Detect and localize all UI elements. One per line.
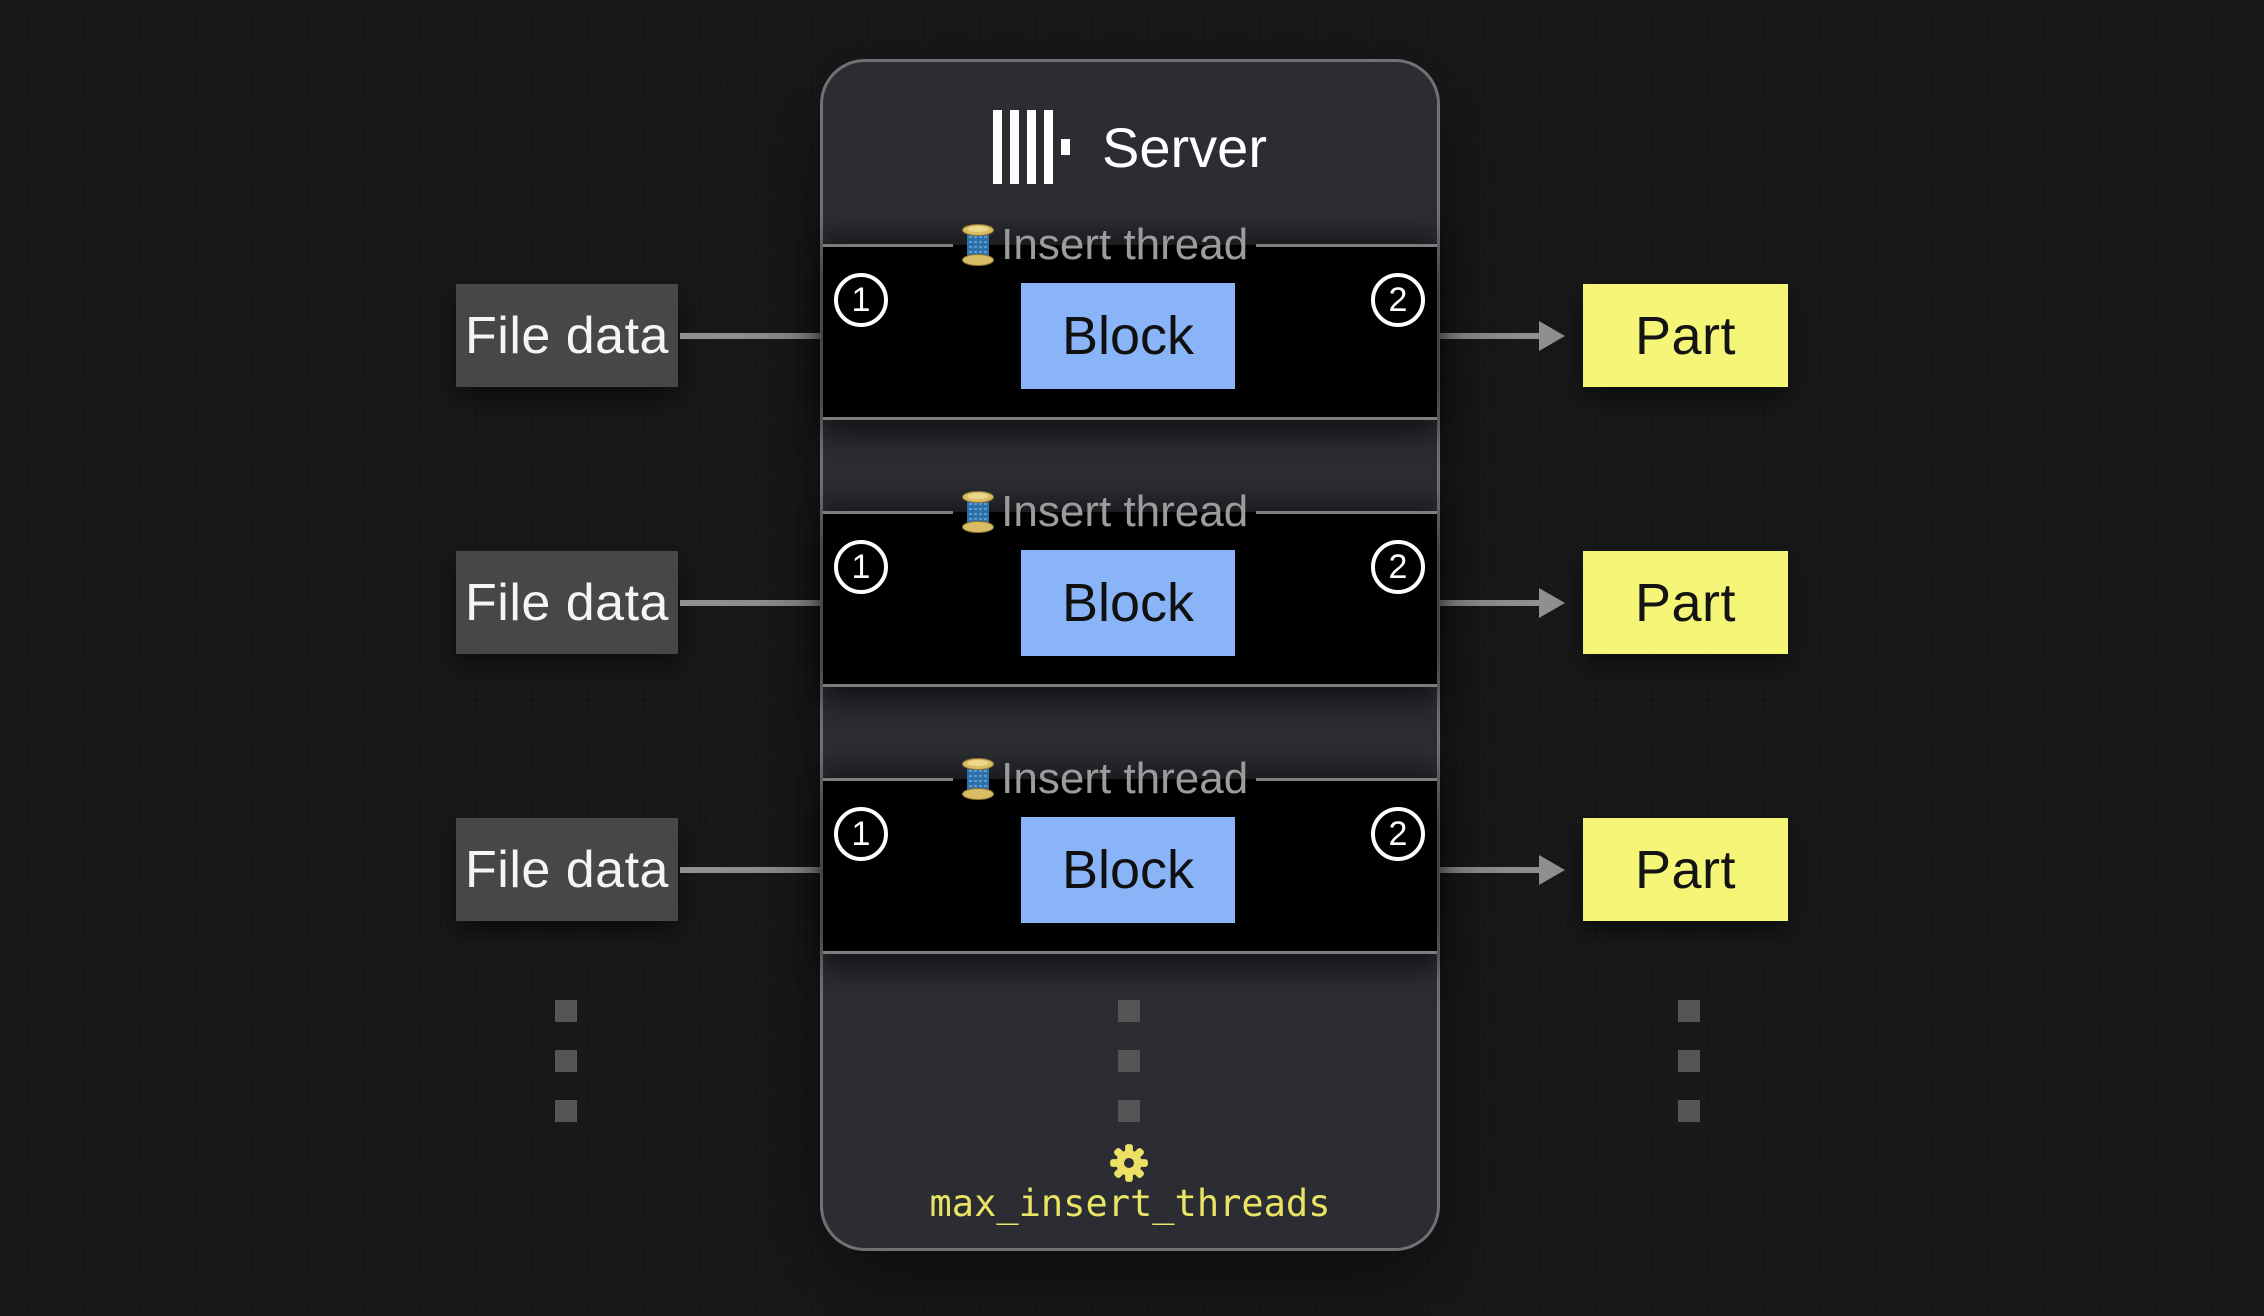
step-1-badge: 1 [834, 540, 888, 594]
insert-thread-section-2: Insert thread 1 Block 2 [823, 487, 1437, 687]
block-label: Block [1061, 306, 1195, 366]
part-label: Part [1634, 572, 1737, 633]
arrow-head [1539, 321, 1565, 351]
thread-spool-icon [962, 224, 995, 266]
server-panel: Server Insert thread 1 Bl [823, 62, 1437, 1248]
server-title: Server [1102, 115, 1267, 179]
part-label: Part [1634, 839, 1737, 900]
ellipsis-dot [555, 1100, 577, 1122]
arrow-head [1539, 588, 1565, 618]
server-header: Server [823, 92, 1437, 202]
insert-thread-section-3: Insert thread 1 Block 2 [823, 754, 1437, 954]
ellipsis-dot [1678, 1000, 1700, 1022]
block-box-1: Block [1021, 283, 1235, 389]
max-insert-threads-setting: max_insert_threads [929, 1182, 1331, 1225]
part-box-3: Part [1583, 818, 1788, 921]
block-box-2: Block [1021, 550, 1235, 656]
ellipsis-dot [1118, 1100, 1140, 1122]
arrow-head [1539, 855, 1565, 885]
insert-thread-label: Insert thread [1001, 754, 1249, 803]
insert-thread-label: Insert thread [1001, 487, 1249, 536]
insert-thread-section-1: Insert thread 1 Block 2 [823, 220, 1437, 420]
step-1-badge: 1 [834, 273, 888, 327]
gear-icon [1109, 1143, 1149, 1183]
file-data-label: File data [465, 306, 669, 365]
block-box-3: Block [1021, 817, 1235, 923]
thread-spool-icon [962, 758, 995, 800]
insert-thread-label: Insert thread [1001, 220, 1249, 269]
file-data-label: File data [465, 573, 669, 632]
step-2-badge: 2 [1371, 273, 1425, 327]
file-data-box-2: File data [456, 551, 678, 654]
part-label: Part [1634, 305, 1737, 366]
file-data-label: File data [465, 840, 669, 899]
block-label: Block [1061, 573, 1195, 633]
block-label: Block [1061, 840, 1195, 900]
ellipsis-dot [555, 1050, 577, 1072]
insert-thread-legend: Insert thread [823, 220, 1437, 269]
thread-spool-icon [962, 491, 995, 533]
step-2-badge: 2 [1371, 540, 1425, 594]
step-1-badge: 1 [834, 807, 888, 861]
file-data-box-3: File data [456, 818, 678, 921]
clickhouse-logo-icon [993, 110, 1071, 184]
insert-thread-legend: Insert thread [823, 754, 1437, 803]
part-box-2: Part [1583, 551, 1788, 654]
ellipsis-dot [1118, 1050, 1140, 1072]
ellipsis-dot [1678, 1050, 1700, 1072]
part-box-1: Part [1583, 284, 1788, 387]
step-2-badge: 2 [1371, 807, 1425, 861]
ellipsis-dot [555, 1000, 577, 1022]
insert-thread-legend: Insert thread [823, 487, 1437, 536]
ellipsis-dot [1118, 1000, 1140, 1022]
ellipsis-dot [1678, 1100, 1700, 1122]
file-data-box-1: File data [456, 284, 678, 387]
